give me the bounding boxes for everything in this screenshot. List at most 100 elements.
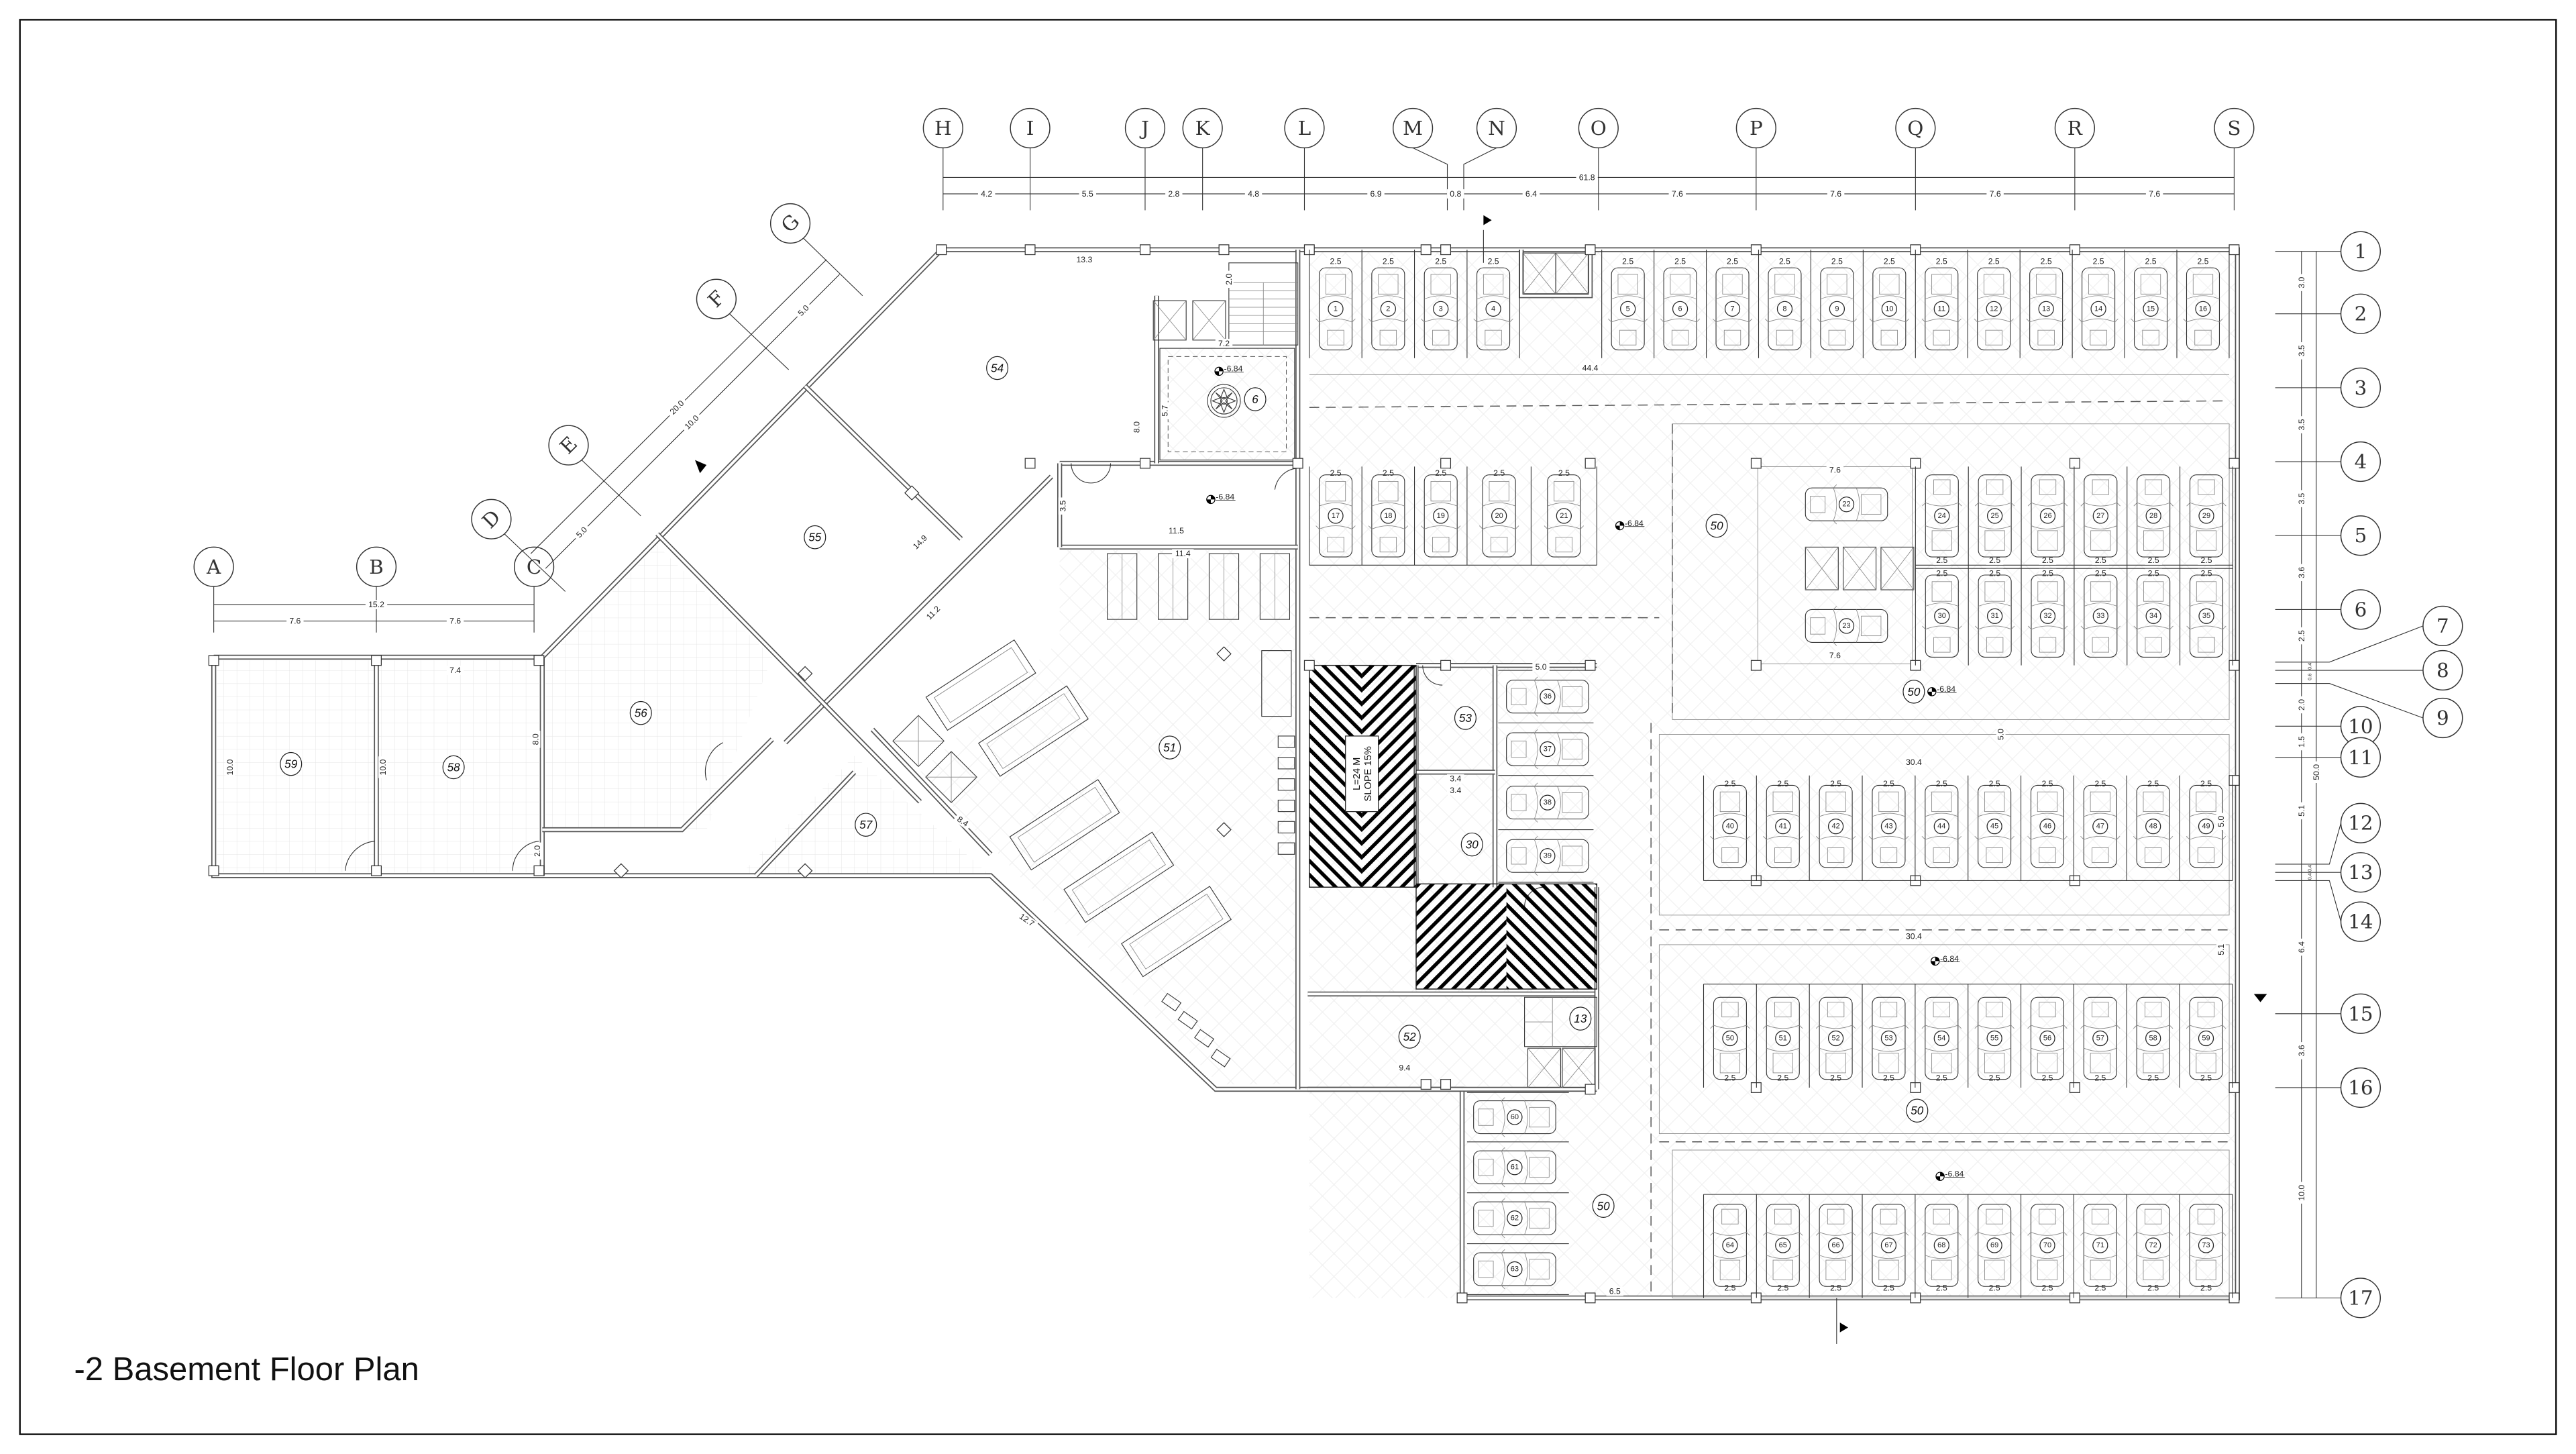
svg-text:2.5: 2.5 bbox=[1777, 1073, 1788, 1082]
stall-number: 41 bbox=[1779, 823, 1787, 831]
column bbox=[1292, 458, 1303, 469]
svg-text:6.5: 6.5 bbox=[1609, 1287, 1621, 1296]
grid-bubble-d bbox=[471, 499, 512, 539]
svg-text:7.6: 7.6 bbox=[449, 617, 461, 626]
section-markers bbox=[695, 215, 2267, 1344]
stall-number: 38 bbox=[1544, 798, 1552, 807]
stall-number: 72 bbox=[2149, 1241, 2157, 1249]
stall-number: 47 bbox=[2096, 823, 2104, 831]
svg-text:61.8: 61.8 bbox=[1579, 172, 1595, 182]
stall-number-circle bbox=[1933, 1237, 1949, 1253]
grid-bubble-13-label: 13 bbox=[2348, 861, 2373, 884]
dimension-label: 5.0 bbox=[2216, 813, 2226, 831]
span-dimension: 3.6 bbox=[2297, 1042, 2306, 1059]
svg-text:3.4: 3.4 bbox=[1450, 774, 1461, 784]
stall-number-circle bbox=[1540, 688, 1556, 705]
svg-text:2.5: 2.5 bbox=[2200, 1284, 2212, 1293]
svg-text:10.0: 10.0 bbox=[2297, 1185, 2306, 1201]
room-tag-circle bbox=[1460, 832, 1483, 857]
stall-dimension: 2.5 bbox=[2092, 569, 2110, 578]
column bbox=[1456, 1292, 1468, 1304]
svg-text:2.5: 2.5 bbox=[1724, 779, 1735, 788]
stall-dimension: 2.5 bbox=[1619, 256, 1637, 266]
section-arrow-icon bbox=[2253, 994, 2267, 1002]
grid-bubble-r-label: R bbox=[2068, 117, 2083, 140]
stall-number: 71 bbox=[2096, 1241, 2104, 1249]
grid-bubble-15 bbox=[2340, 993, 2381, 1034]
room-tag: 50 bbox=[1597, 1199, 1611, 1212]
column bbox=[1750, 660, 1762, 671]
stall-number-circle bbox=[2092, 1030, 2108, 1047]
stall-number: 1 bbox=[1334, 305, 1338, 313]
svg-text:7.6: 7.6 bbox=[1830, 189, 1841, 199]
car-icon bbox=[1473, 1198, 1556, 1239]
svg-text:2.5: 2.5 bbox=[2042, 569, 2053, 578]
svg-text:13.3: 13.3 bbox=[1076, 255, 1092, 264]
column bbox=[2229, 660, 2240, 671]
stall-number-circle bbox=[2090, 301, 2106, 317]
stall-dimension: 2.5 bbox=[1933, 1073, 1951, 1082]
svg-text:2.5: 2.5 bbox=[1830, 779, 1841, 788]
car-icon bbox=[1660, 267, 1701, 351]
stall-number: 29 bbox=[2202, 512, 2210, 520]
span-dimension: 2.8 bbox=[1165, 189, 1183, 199]
column bbox=[2069, 1292, 2080, 1304]
car-icon bbox=[1473, 1097, 1556, 1137]
stall-dimension: 2.5 bbox=[2037, 256, 2055, 266]
stall-number: 14 bbox=[2094, 305, 2102, 313]
car-icon bbox=[1506, 836, 1589, 876]
stall-number: 37 bbox=[1544, 745, 1552, 754]
car-icon bbox=[1607, 267, 1648, 351]
stall-number-circle bbox=[2198, 1237, 2214, 1253]
stall-number-circle bbox=[1491, 508, 1507, 524]
stall-dimension: 2.5 bbox=[1933, 779, 1951, 788]
grid-bubble-12-label: 12 bbox=[2348, 812, 2373, 835]
billiard-table-icon bbox=[1121, 886, 1232, 978]
dimension-label: 11.4 bbox=[1172, 549, 1194, 558]
stall-number: 31 bbox=[1991, 612, 1999, 620]
grid-bubble-8 bbox=[2422, 650, 2463, 691]
dimension-label: 9.4 bbox=[1396, 1063, 1413, 1073]
stall-dimension: 2.5 bbox=[1721, 779, 1739, 788]
stall-number-circle bbox=[2145, 819, 2161, 835]
car-icon bbox=[2027, 574, 2068, 658]
svg-text:50.0: 50.0 bbox=[2312, 764, 2321, 780]
stall-dimension: 2.5 bbox=[1986, 779, 2003, 788]
stall-number: 54 bbox=[1937, 1035, 1945, 1043]
stall-number: 67 bbox=[1884, 1241, 1892, 1249]
column bbox=[2069, 244, 2080, 256]
dimension-label: 30.4 bbox=[1902, 758, 1925, 767]
room-tag-circle bbox=[1592, 1194, 1615, 1218]
span-dimension: 7.6 bbox=[286, 617, 304, 626]
column bbox=[904, 485, 920, 501]
stall-number: 27 bbox=[2096, 512, 2104, 520]
column bbox=[533, 865, 545, 876]
svg-text:2.5: 2.5 bbox=[1488, 256, 1499, 266]
column bbox=[1585, 1292, 1596, 1304]
grid-bubble-17-label: 17 bbox=[2348, 1286, 2373, 1309]
grid-bubble-16-label: 16 bbox=[2348, 1076, 2373, 1099]
grid-bubble-7-label: 7 bbox=[2436, 615, 2449, 637]
elevator-icon bbox=[1192, 300, 1226, 341]
column bbox=[1024, 458, 1036, 469]
grid-bubble-i bbox=[1010, 107, 1051, 149]
stall-number-circle bbox=[1838, 497, 1855, 513]
svg-text:2.5: 2.5 bbox=[1989, 569, 2000, 578]
stall-number-circle bbox=[1380, 301, 1396, 317]
column bbox=[1024, 244, 1036, 256]
stall-dimension: 2.5 bbox=[1379, 256, 1397, 266]
level-value: -6.84 bbox=[1625, 519, 1644, 528]
stall-number: 73 bbox=[2202, 1241, 2210, 1249]
stall-dimension: 2.5 bbox=[2039, 1073, 2056, 1082]
svg-text:2.5: 2.5 bbox=[1936, 256, 1947, 266]
grid-bubble-8-label: 8 bbox=[2436, 659, 2449, 682]
stall-number-circle bbox=[1672, 301, 1688, 317]
car-icon bbox=[2183, 267, 2223, 351]
stall-number-circle bbox=[1934, 508, 1950, 524]
grid-line bbox=[1412, 147, 1448, 211]
span-dimension: 0.4 bbox=[2307, 873, 2313, 880]
stall-dimension: 2.5 bbox=[1880, 1073, 1898, 1082]
stall-dimension: 2.5 bbox=[2092, 1284, 2109, 1293]
